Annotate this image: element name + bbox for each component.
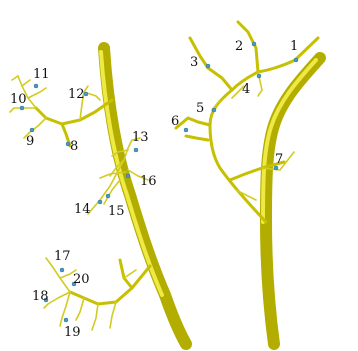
label-19: 19 bbox=[64, 325, 81, 340]
lower-left-branch-tree bbox=[44, 258, 150, 330]
marker-3 bbox=[206, 64, 210, 68]
marker-12 bbox=[84, 92, 88, 96]
label-5: 5 bbox=[196, 101, 204, 116]
marker-11 bbox=[34, 84, 38, 88]
left-main-vessel bbox=[101, 48, 186, 344]
label-6: 6 bbox=[171, 114, 179, 129]
label-9: 9 bbox=[26, 134, 34, 149]
label-16: 16 bbox=[140, 174, 157, 189]
marker-13 bbox=[134, 148, 138, 152]
label-15: 15 bbox=[108, 204, 125, 219]
label-12: 12 bbox=[68, 87, 85, 102]
branch-labels: 1 2 3 4 5 6 7 8 9 10 11 12 13 14 15 16 1… bbox=[10, 39, 298, 340]
label-13: 13 bbox=[132, 130, 149, 145]
marker-14 bbox=[98, 200, 102, 204]
label-2: 2 bbox=[235, 39, 243, 54]
label-14: 14 bbox=[74, 202, 91, 217]
marker-2 bbox=[252, 42, 256, 46]
label-11: 11 bbox=[33, 67, 50, 82]
label-18: 18 bbox=[32, 289, 49, 304]
marker-15 bbox=[106, 194, 110, 198]
label-8: 8 bbox=[70, 139, 78, 154]
marker-6 bbox=[184, 128, 188, 132]
label-20: 20 bbox=[73, 272, 90, 287]
label-3: 3 bbox=[190, 55, 198, 70]
marker-4 bbox=[257, 74, 261, 78]
label-17: 17 bbox=[54, 249, 71, 264]
right-main-vessel bbox=[263, 58, 320, 344]
label-4: 4 bbox=[242, 82, 250, 97]
marker-17 bbox=[60, 268, 64, 272]
marker-1 bbox=[294, 58, 298, 62]
marker-9 bbox=[30, 128, 34, 132]
marker-19 bbox=[64, 318, 68, 322]
label-1: 1 bbox=[290, 39, 298, 54]
marker-16 bbox=[126, 174, 130, 178]
label-7: 7 bbox=[275, 152, 283, 167]
label-10: 10 bbox=[10, 92, 27, 107]
marker-5 bbox=[212, 108, 216, 112]
